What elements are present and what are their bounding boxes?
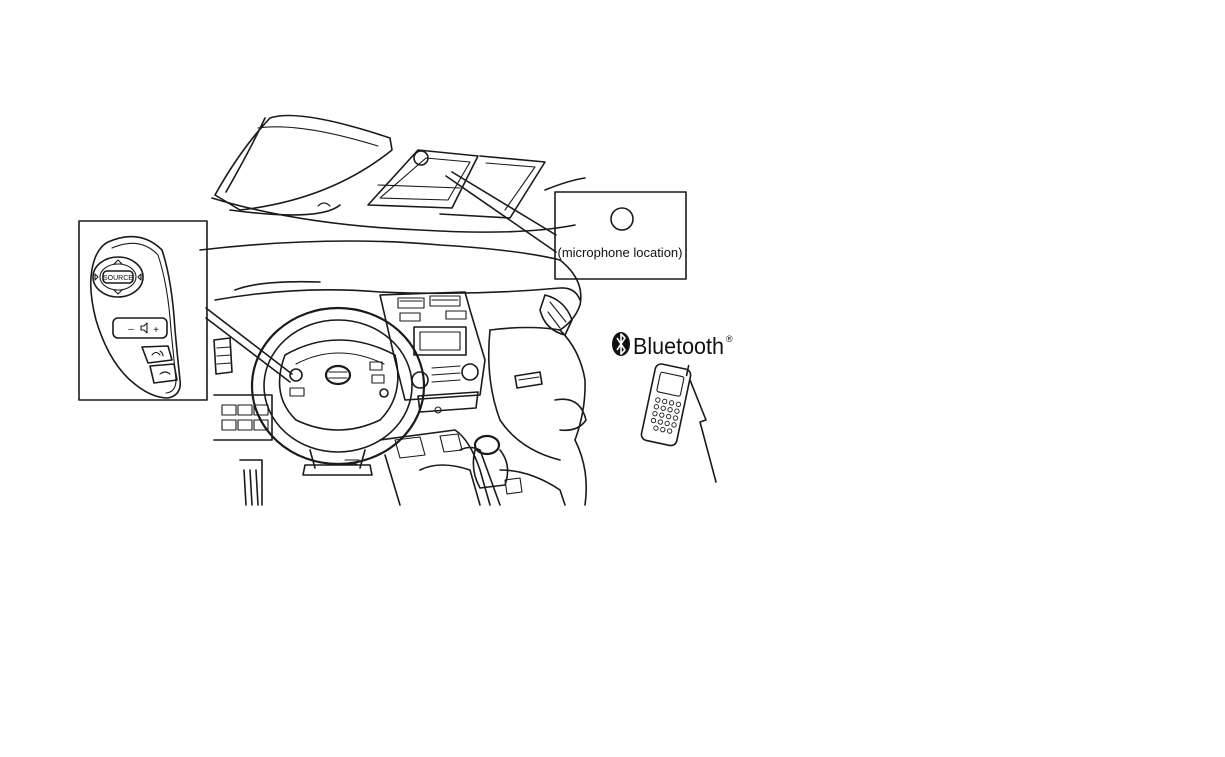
microphone-location-label: (microphone location)	[557, 245, 682, 260]
steering-switch-inset: SOURCE – +	[79, 221, 207, 400]
microphone-icon	[611, 208, 633, 230]
lightning-signal-icon	[690, 380, 716, 482]
volume-minus-label: –	[128, 324, 134, 335]
bluetooth-logo: Bluetooth ®	[612, 332, 733, 359]
steering-wheel	[240, 308, 424, 505]
center-console	[380, 430, 565, 505]
bluetooth-logo-text: Bluetooth	[633, 333, 724, 359]
volume-plus-label: +	[153, 325, 159, 336]
phone-talk-icon	[152, 351, 163, 356]
microphone-callout-box: (microphone location)	[555, 192, 686, 279]
bluetooth-registered-mark: ®	[726, 334, 733, 344]
source-button-label: SOURCE	[103, 275, 133, 282]
microphone-callout-leader	[446, 172, 556, 252]
speaker-icon	[141, 323, 147, 333]
phone-hangup-button[interactable]	[150, 364, 177, 383]
cellphone-icon	[640, 359, 692, 447]
phone-talk-button[interactable]	[142, 346, 172, 363]
phone-hangup-icon	[160, 372, 170, 374]
